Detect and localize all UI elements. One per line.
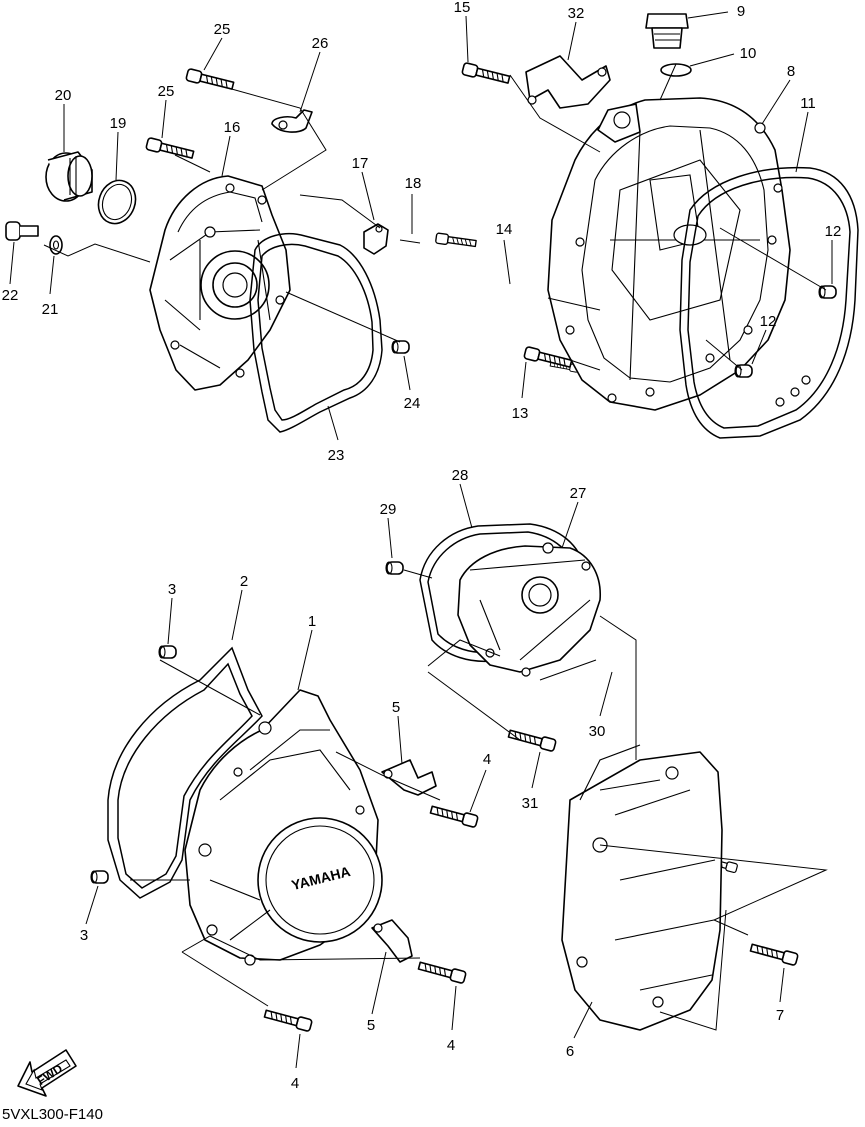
bolt-7 [749,941,800,967]
callout-3-upper: 3 [168,581,176,598]
callout-29: 29 [380,501,397,518]
callout-1: 1 [308,613,316,630]
callout-13: 13 [512,405,529,422]
crankcase-cover-1: YAMAHA [184,689,383,966]
callout-28: 28 [452,467,469,484]
callout-8: 8 [787,63,795,80]
callout-6: 6 [566,1043,574,1060]
callout-5-lower: 5 [367,1017,375,1034]
bolt-4-lower [263,1007,314,1033]
bolt-15 [460,61,512,87]
gasket-23 [249,232,383,433]
callout-24: 24 [404,395,421,412]
callout-9: 9 [737,3,745,20]
callout-4-upper: 4 [483,751,491,768]
callout-4-lower: 4 [291,1075,299,1092]
bolt-25-lower [144,136,196,162]
bolt-14 [434,232,478,250]
callout-26: 26 [312,35,329,52]
bolt-4-upper [429,803,480,829]
callout-14: 14 [496,221,513,238]
callout-16: 16 [224,119,241,136]
bolt-22 [5,221,39,241]
dowel-3-lower [90,870,109,884]
callout-12-upper: 12 [825,223,842,240]
dowel-3-upper [158,645,177,659]
callout-7: 7 [776,1007,784,1024]
callout-32: 32 [568,5,585,22]
callout-15: 15 [454,0,471,16]
bolt-25-upper [184,67,236,93]
gasket-11 [679,166,859,439]
dowel-29 [385,561,404,575]
bolt-4-middle [417,959,468,985]
callout-21: 21 [42,301,59,318]
callout-4-middle: 4 [447,1037,455,1054]
diagram-code: 5VXL300-F140 [2,1106,103,1123]
gasket-2 [107,646,263,899]
callout-25-upper: 25 [214,21,231,38]
callout-30: 30 [589,723,606,740]
washer-21 [49,235,63,255]
bolt-31 [507,727,558,753]
leader-lines [43,63,828,1031]
clutch-cover-8 [547,97,791,411]
dowel-24 [391,340,410,354]
sprocket-cover-6 [561,744,723,1031]
bracket-17 [363,223,389,255]
callout-19: 19 [110,115,127,132]
callout-25-lower: 25 [158,83,175,100]
bracket-32 [525,55,611,109]
callout-23: 23 [328,447,345,464]
callouts: 1 2 3 3 4 4 4 5 5 6 7 8 9 10 11 12 12 13 [2,0,842,1092]
fwd-arrow: FWD [17,1049,77,1097]
callout-12-lower: 12 [760,313,777,330]
callout-3-lower: 3 [80,927,88,944]
callout-18: 18 [405,175,422,192]
callout-31: 31 [522,795,539,812]
filler-plug-9 [645,13,689,49]
callout-20: 20 [55,87,72,104]
callout-2: 2 [240,573,248,590]
callout-5-upper: 5 [392,699,400,716]
clamp-26 [271,109,313,133]
callout-22: 22 [2,287,19,304]
bracket-5-lower [371,919,413,963]
o-ring-19 [97,179,137,225]
o-ring-10 [660,63,692,77]
callout-10: 10 [740,45,757,62]
callout-27: 27 [570,485,587,502]
bracket-5-upper [381,759,437,796]
cover-27 [457,542,601,677]
filler-plug-20 [45,151,93,202]
oil-filler-cap-assembly [5,151,137,255]
oil-pump-cover-16 [149,175,291,391]
callout-11: 11 [800,95,816,112]
callout-17: 17 [352,155,369,172]
